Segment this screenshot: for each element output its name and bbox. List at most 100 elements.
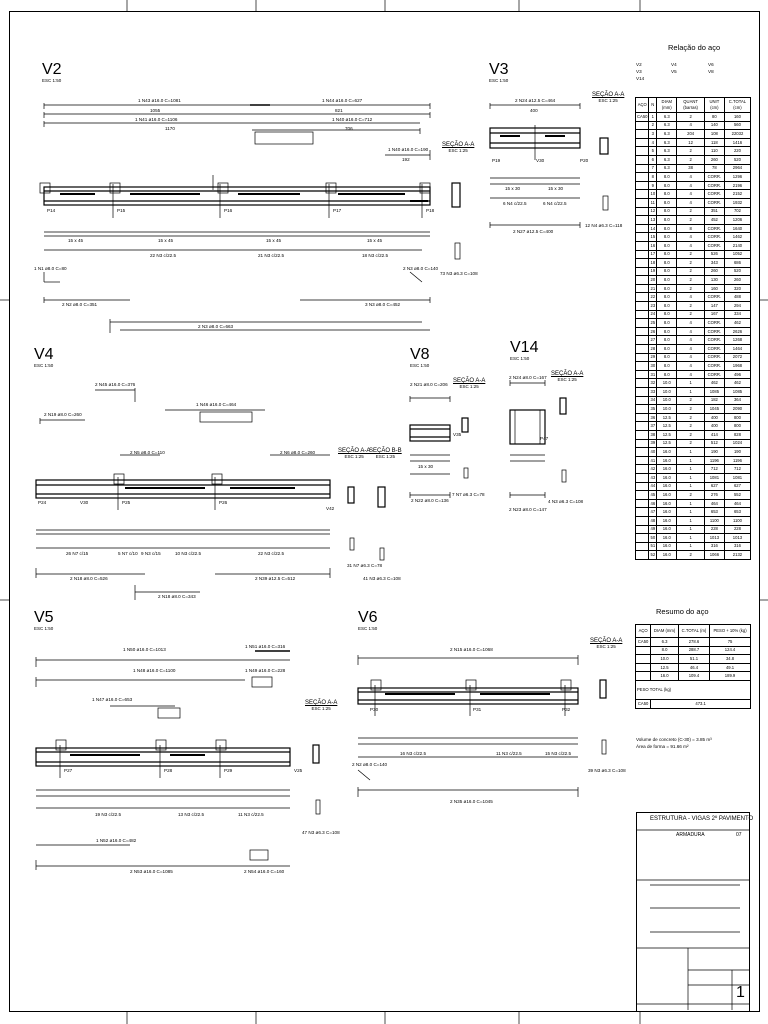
steel-list-cell: 204	[676, 129, 705, 139]
summary-cell: 6.3	[650, 637, 679, 647]
steel-list-cell: 1081	[723, 472, 752, 483]
v2-bar-top-5: 1 N40 ø16.0 C=190	[388, 147, 429, 152]
steel-list-cell: 1	[676, 447, 705, 457]
steel-list-cell: 16.0	[656, 541, 678, 552]
steel-list-cell: 8.0	[656, 240, 678, 251]
steel-list-cell: 13	[648, 215, 658, 225]
steel-list-cell	[634, 464, 650, 474]
steel-list-cell	[634, 180, 650, 191]
steel-list-cell: 11	[648, 197, 658, 208]
v2-stirrup-2: 21 N3 c/22.5	[258, 253, 285, 258]
steel-list-col-4: UNIT (cm)	[703, 97, 725, 113]
summary-cell: 189.9	[709, 671, 751, 681]
steel-list-cell: 27	[648, 335, 658, 346]
steel-list-cell: 653	[723, 507, 752, 517]
steel-list-cell	[634, 335, 650, 346]
steel-list-cell: 16.0	[656, 481, 678, 492]
steel-list-cell: 1	[676, 387, 705, 397]
steel-list-cell: 1268	[723, 335, 752, 346]
steel-list-cell	[634, 455, 650, 466]
v4-stirrup-2: 5 N7 c/10	[118, 551, 138, 556]
steel-list-cell: 42	[648, 464, 658, 474]
steel-list-cell: 1045	[703, 404, 725, 414]
steel-list-cell: 38	[648, 429, 658, 440]
steel-list-cell: 1464	[723, 344, 752, 354]
steel-list-cell: 8.0	[656, 232, 678, 242]
steel-list-cell: 30	[648, 361, 658, 371]
v2-stirrup-3: 18 N3 c/22.5	[362, 253, 389, 258]
steel-list-cell: 560	[723, 120, 752, 131]
steel-list-cell	[634, 154, 650, 165]
summary-cell: 49.1	[709, 662, 751, 673]
steel-list-cell: 1	[676, 498, 705, 509]
steel-list-cell: 10.0	[656, 378, 678, 388]
steel-list-cell: 26	[648, 326, 658, 337]
steel-list-cell: 12.5	[656, 412, 678, 423]
steel-list-cell: 2	[676, 404, 705, 414]
summary-cell: 75	[709, 637, 751, 647]
steel-list-cell	[634, 120, 650, 131]
steel-list-cell: CORR.	[703, 318, 725, 328]
v5-bottom-2: 2 N54 ø16.0 C=160	[244, 869, 285, 874]
steel-list-cell: 8.0	[656, 249, 678, 260]
beam-title-v5: V5	[34, 609, 54, 626]
steel-list-cell: 800	[723, 421, 752, 431]
steel-list-cell: 49	[648, 524, 658, 535]
steel-list-cell: 2	[676, 550, 705, 560]
steel-list-cell: 12.5	[656, 429, 678, 440]
steel-list-cell: 8.0	[656, 292, 678, 303]
v4-total-2: 41 N3 ø6.3 C=108	[363, 576, 401, 581]
steel-list-cell: CORR.	[703, 232, 725, 242]
steel-list-cell	[634, 515, 650, 526]
steel-list-cell: 526	[703, 249, 725, 260]
steel-list-cell: 462	[723, 378, 752, 388]
steel-list-cell	[634, 429, 650, 440]
steel-list-cell	[634, 240, 650, 251]
steel-list-cell: 4	[676, 189, 705, 199]
steel-list-cell: 17	[648, 249, 658, 260]
steel-list-cell: 9	[648, 180, 658, 191]
steel-list-cell: 8	[648, 172, 658, 182]
steel-list-cell: 2	[676, 283, 705, 294]
steel-list-cell: 228	[723, 524, 752, 535]
v14-support: P47	[540, 436, 549, 441]
steel-list-cell: 7	[648, 163, 658, 174]
steel-list-cell: 21	[648, 283, 658, 294]
steel-list-cell: CORR.	[703, 189, 725, 199]
steel-list-cell: 16.0	[656, 455, 678, 466]
beam-title-v8: V8	[410, 346, 430, 363]
steel-list-cell: 4	[676, 120, 705, 131]
steel-list-cell	[634, 189, 650, 199]
steel-list-cell: 16.0	[656, 498, 678, 509]
steel-list-cell: 2	[676, 421, 705, 431]
steel-list-cell: 12	[676, 137, 705, 148]
v2-bar-top-4: 1 N40 ø16.0 C=712	[332, 117, 373, 122]
v6-stirrup-3: 15 N3 c/22.5	[545, 751, 572, 756]
steel-list-cell	[634, 507, 650, 517]
v2-span-3: 15 x 45	[266, 238, 282, 243]
steel-list-cell: 6.3	[656, 163, 678, 174]
steel-list-cell: 8.0	[656, 275, 678, 285]
steel-list-cell: 51	[648, 541, 658, 552]
steel-list-cell: 39	[648, 438, 658, 449]
